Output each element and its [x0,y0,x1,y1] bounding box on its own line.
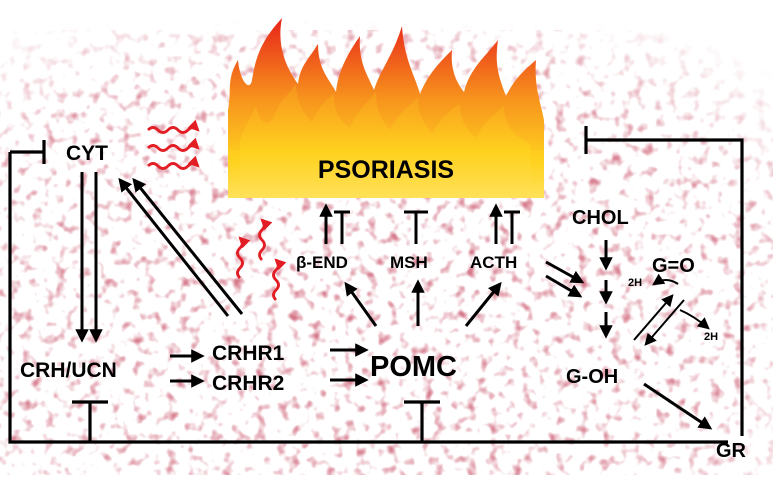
cyt-label: CYT [66,142,108,165]
chol-label: CHOL [572,207,629,229]
g-oh-label: G-OH [566,366,618,388]
msh-label: MSH [390,253,428,272]
g-o-label: G=O [652,255,695,277]
glucocorticoid-conversion [633,273,710,346]
pomc-label: POMC [370,351,457,383]
crh-ucn-label: CRH/UCN [20,359,117,382]
inhibition-bars [334,210,520,244]
acth-label: ACTH [470,253,517,272]
h2-top-label: 2H [628,277,642,289]
crhr2-label: CRHR2 [212,372,284,395]
h2-bottom-label: 2H [704,331,718,343]
pathway-arrows [75,172,713,430]
feedback-loop [8,126,744,444]
psoriasis-label: PSORIASIS [318,156,454,184]
fire-icon [228,18,544,198]
crhr1-label: CRHR1 [212,342,285,365]
gr-label: GR [716,440,747,462]
wavy-arrow-icon [147,119,287,301]
beta-end-label: β-END [296,253,348,272]
